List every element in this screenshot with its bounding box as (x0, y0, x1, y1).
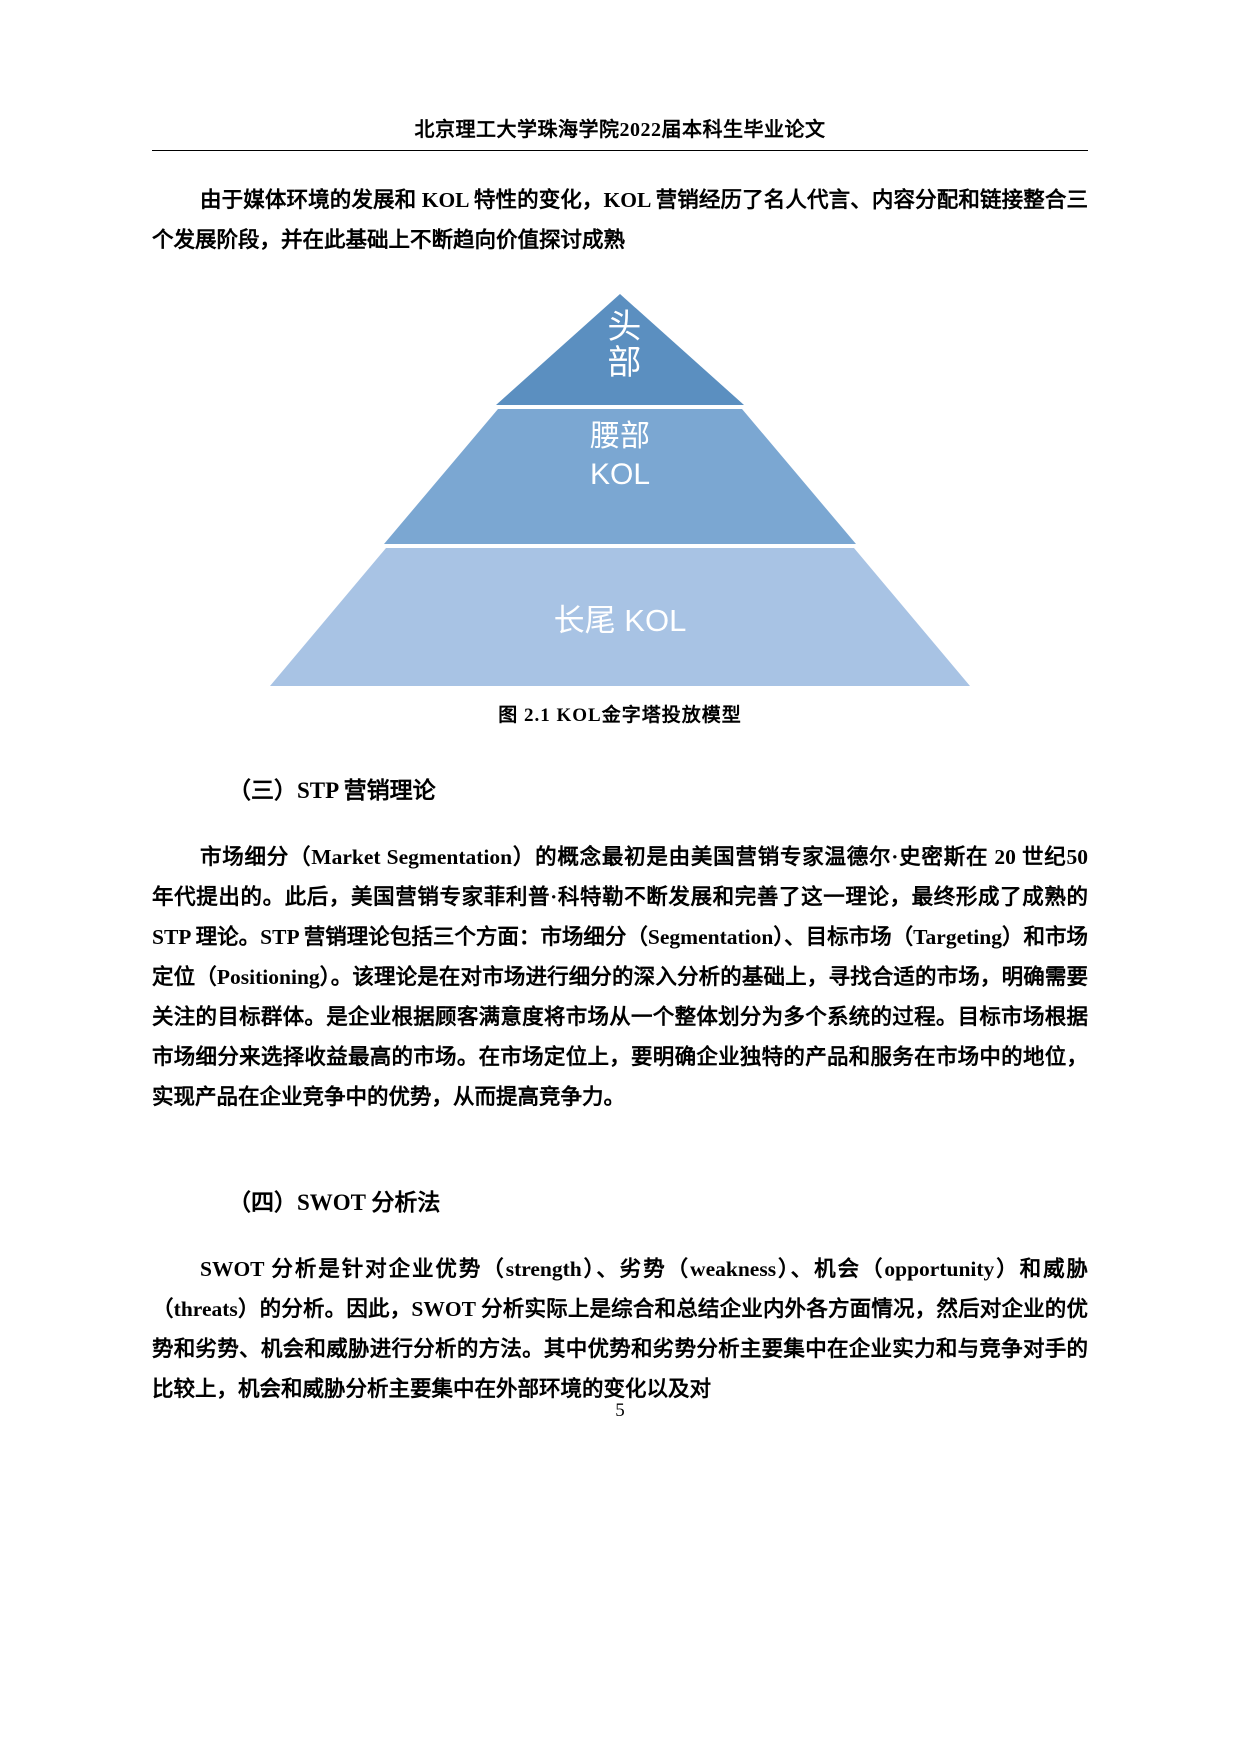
page-number: 5 (615, 1400, 625, 1421)
pyramid-label-base: 长尾 KOL (553, 603, 687, 638)
running-header: 北京理工大学珠海学院2022届本科生毕业论文 (152, 118, 1088, 151)
figure-caption: 图 2.1 KOL金字塔投放模型 (498, 705, 742, 726)
pyramid-label-apex: 头部 (601, 308, 640, 380)
section-paragraph-stp: 市场细分（Market Segmentation）的概念最初是由美国营销专家温德… (152, 845, 1088, 1109)
pyramid-graphic: 头部 腰部 KOL 长尾 KOL (152, 286, 1088, 686)
header-rule (152, 150, 1088, 151)
header-title: 北京理工大学珠海学院2022届本科生毕业论文 (414, 119, 826, 141)
pyramid-label-middle-en: KOL (589, 458, 651, 491)
spacer (152, 811, 1088, 837)
page-content: 由于媒体环境的发展和 KOL 特性的变化，KOL 营销经历了名人代言、内容分配和… (152, 180, 1088, 1409)
pyramid-tier-middle (384, 409, 856, 544)
section-heading-stp: （三）STP 营销理论 (228, 778, 436, 803)
pyramid-tier-base (270, 548, 970, 686)
spacer (152, 1223, 1088, 1249)
section-heading-swot: （四）SWOT 分析法 (228, 1190, 441, 1215)
section-paragraph-swot: SWOT 分析是针对企业优势（strength）、劣势（weakness）、机会… (152, 1257, 1088, 1401)
figure-kol-pyramid: 头部 腰部 KOL 长尾 KOL 图 2.1 KOL金字塔投放模型 (152, 286, 1088, 727)
spacer (152, 1117, 1088, 1183)
pyramid-tier-apex (496, 294, 744, 405)
intro-paragraph: 由于媒体环境的发展和 KOL 特性的变化，KOL 营销经历了名人代言、内容分配和… (152, 188, 1088, 252)
pyramid-label-middle-cn: 腰部 (590, 420, 650, 453)
pyramid-svg (270, 294, 970, 686)
spacer (152, 260, 1088, 286)
spacer (152, 727, 1088, 771)
